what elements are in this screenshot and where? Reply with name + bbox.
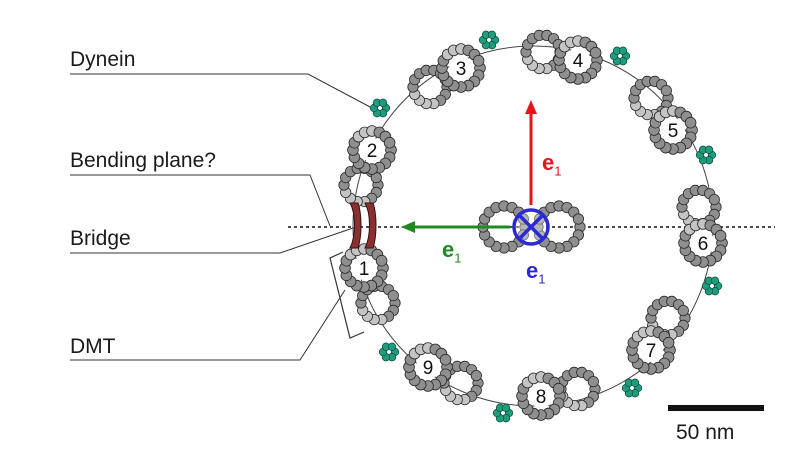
dynein-rosette	[492, 403, 514, 423]
vector-label-green: e1	[442, 237, 462, 266]
green-vector-head	[401, 221, 415, 233]
leader-dynein	[70, 73, 373, 109]
doublet-beads: 1 2 3 4 5 6 7 8 9	[338, 29, 728, 421]
doublet-7: 7	[626, 295, 691, 375]
leader-dmt	[70, 289, 346, 361]
doublet-number: 5	[668, 121, 679, 142]
leader-bridge	[70, 226, 357, 254]
scale-bar	[668, 405, 764, 411]
doublet-number: 2	[367, 141, 378, 162]
dynein-rosette	[621, 378, 643, 398]
doublet-number: 9	[423, 358, 434, 379]
doublet-3: 3	[407, 43, 486, 110]
doublet-8: 8	[516, 366, 601, 421]
doublet-5: 5	[628, 75, 698, 155]
scale-bar-label: 50 nm	[676, 421, 735, 444]
blue-vector-out-of-plane	[512, 208, 550, 246]
doublet-number: 7	[646, 341, 657, 362]
dynein-rosette	[695, 145, 717, 165]
dynein-rosette	[369, 98, 391, 118]
vector-label-blue: e1	[526, 258, 546, 287]
vector-label-red: e1	[542, 150, 562, 179]
dynein-rosette	[478, 30, 500, 50]
doublet-number: 8	[536, 387, 547, 408]
dynein-rosette	[609, 46, 631, 66]
doublet-2: 2	[338, 125, 397, 208]
doublet-number: 1	[359, 259, 370, 280]
bridge-shape	[349, 202, 377, 249]
doublet-6: 6	[676, 184, 728, 268]
dynein-layer	[369, 30, 723, 423]
dynein-rosette	[378, 342, 400, 362]
doublet-4: 4	[520, 29, 603, 85]
doublet-number: 4	[573, 51, 584, 72]
doublet-9: 9	[403, 342, 484, 406]
label-dmt: DMT	[70, 335, 116, 358]
dmt-bracket	[329, 251, 365, 339]
doublet-1: 1	[339, 243, 401, 326]
doublet-number: 6	[698, 234, 709, 255]
label-dynein: Dynein	[70, 48, 136, 71]
red-vector-head	[525, 100, 537, 114]
doublet-number: 3	[456, 59, 467, 80]
label-bridge: Bridge	[70, 227, 131, 250]
leader-bending	[70, 174, 331, 227]
label-bending-plane: Bending plane?	[70, 149, 216, 172]
dynein-rosette	[701, 276, 723, 296]
